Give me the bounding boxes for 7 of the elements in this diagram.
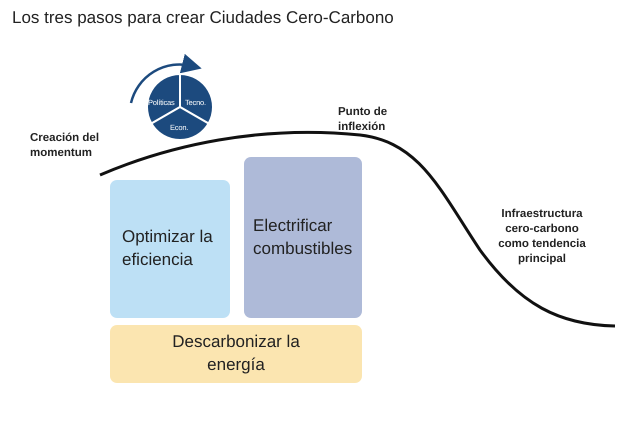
annotation-label: Infraestructura cero-carbono como tendencia principal — [497, 207, 587, 267]
step-box: Optimizar la eficiencia — [110, 180, 230, 318]
annotation-label: Creación del momentum — [30, 131, 100, 161]
step-box: Electrificar combustibles — [244, 157, 362, 318]
chart-title: Los tres pasos para crear Ciudades Cero-Carbono — [12, 8, 394, 28]
step-box: Descarbonizar la energía — [110, 325, 362, 383]
annotation-label: Punto de inflexión — [338, 105, 388, 135]
